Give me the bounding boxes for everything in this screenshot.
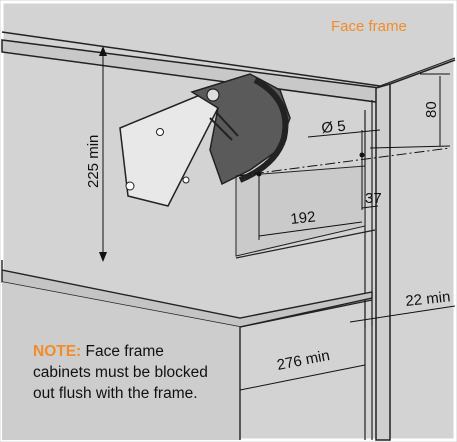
spring-2	[215, 111, 239, 137]
hole-marker-left	[256, 171, 262, 177]
mount-hole-2	[156, 128, 164, 136]
dim-225-label: 225 min	[85, 135, 102, 188]
cabinet-top-panel	[1, 39, 381, 103]
dim-225-arrow-top	[99, 46, 107, 56]
dim-276-line	[239, 364, 366, 391]
hinge-arm	[238, 77, 289, 183]
shelf-front-edge	[239, 299, 373, 328]
blocking-panel	[235, 165, 366, 257]
dim-d5-leader	[307, 129, 381, 138]
face-frame-top-edge	[389, 59, 456, 85]
hinge-housing	[190, 73, 291, 186]
note-text: Face frame cabinets must be blocked out …	[33, 343, 208, 402]
hinge-mechanism	[119, 73, 291, 207]
hinge-pivot	[206, 88, 220, 102]
face-frame-top-edge-2	[379, 57, 456, 87]
dim-192-label: 192	[290, 208, 317, 228]
dim-192-line	[258, 221, 363, 237]
dim-22-line	[349, 305, 456, 323]
dim-22-label: 22 min	[405, 288, 452, 310]
note-box: NOTE: Face frame cabinets must be blocke…	[33, 341, 223, 404]
dim-37-label: 37	[365, 190, 382, 207]
face-frame-label: Face frame	[331, 18, 407, 35]
blocking-edge	[235, 229, 376, 259]
cabinet-top-edge	[1, 31, 381, 87]
dim-225-arrow-bottom	[99, 252, 107, 262]
lower-cabinet-face	[2, 282, 240, 440]
dim-37-line	[361, 205, 379, 209]
note-label: NOTE:	[33, 343, 82, 360]
dim-80-ext-bottom	[369, 145, 451, 149]
mount-hole-3	[182, 176, 190, 184]
dim-80-label: 80	[423, 101, 440, 118]
spring-1	[209, 117, 233, 141]
mount-hole-1	[125, 181, 135, 191]
face-frame-stile	[375, 83, 391, 441]
hinge-body	[119, 94, 219, 207]
dim-276-label: 276 min	[276, 347, 332, 374]
dim-d5-label: Ø 5	[321, 118, 347, 137]
